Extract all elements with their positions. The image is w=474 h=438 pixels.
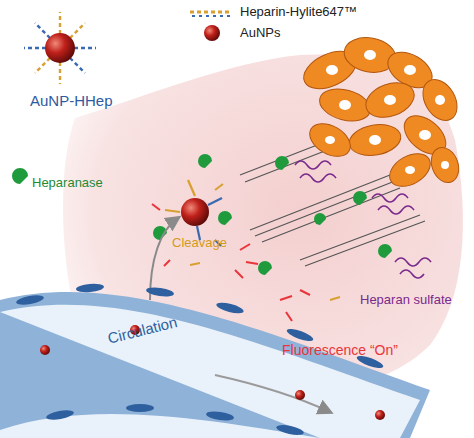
- legend-text: AuNPs: [240, 26, 280, 41]
- enzyme-name: Heparanase: [32, 176, 103, 191]
- signal-label: Fluorescence “On”: [282, 342, 398, 358]
- heparan-sulfate-chain: [295, 161, 431, 278]
- aunp-hhep-particle: [24, 12, 96, 84]
- particle-name: AuNP-HHep: [30, 92, 113, 109]
- process-label: Cleavage: [172, 236, 227, 251]
- legend-sample: [190, 12, 234, 41]
- legend-text: Heparin-Hylite647™: [240, 5, 357, 20]
- tumor-cells: [298, 34, 464, 193]
- heparanase-enzyme: [12, 154, 392, 275]
- gold-nanoparticle: [165, 180, 222, 240]
- cleaved-fragment: [152, 184, 340, 321]
- molecule-name: Heparan sulfate: [360, 293, 452, 308]
